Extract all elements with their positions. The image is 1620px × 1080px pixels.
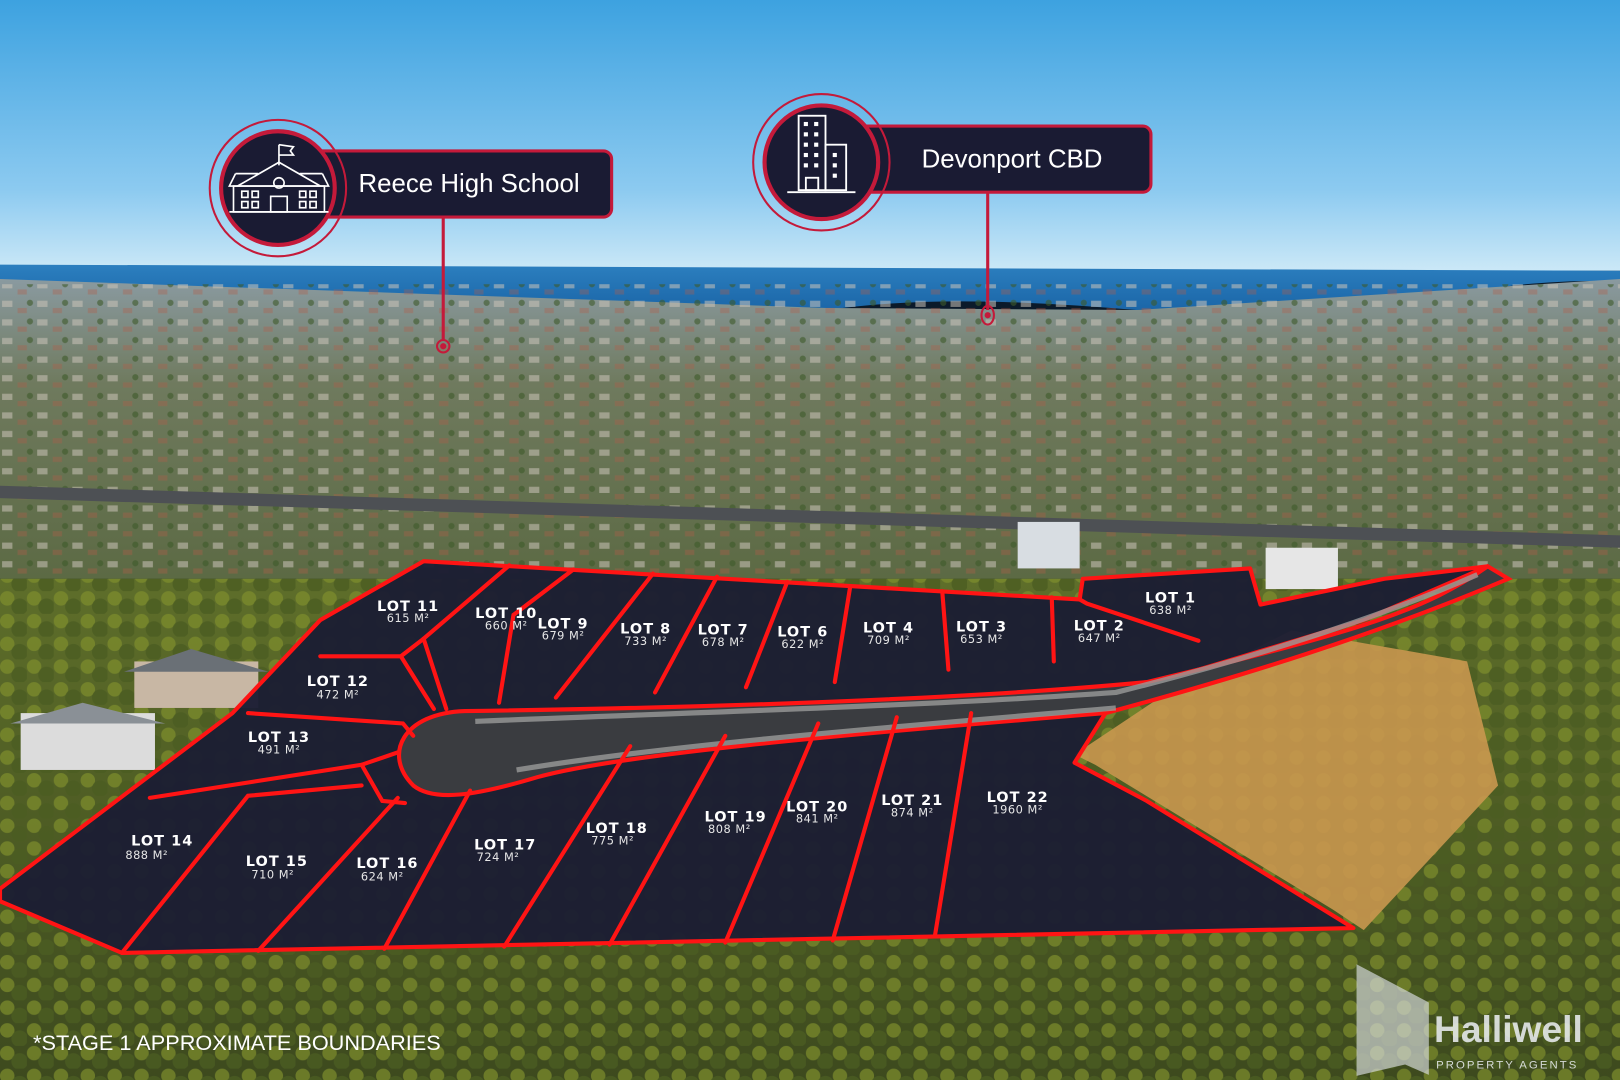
svg-text:LOT 22: LOT 22 [987,790,1049,806]
lot-14[interactable]: LOT 14 888 M² [125,833,193,861]
svg-text:679 M²: 679 M² [542,629,585,643]
main-road [0,485,1620,548]
lot-7[interactable]: LOT 7 678 M² [698,623,749,649]
lot-labels: LOT 1 638 M² LOT 2 647 M² LOT 3 653 M² L… [125,591,1196,884]
lot-8[interactable]: LOT 8 733 M² [620,622,671,648]
lot-12[interactable]: LOT 12 472 M² [307,674,369,701]
lot-19[interactable]: LOT 19 808 M² [705,810,767,836]
office-building-icon [787,114,856,194]
svg-text:LOT 11: LOT 11 [377,599,439,615]
svg-text:724 M²: 724 M² [477,850,520,864]
lot-9[interactable]: LOT 9 679 M² [538,616,589,642]
svg-text:LOT 13: LOT 13 [248,730,310,746]
callout-label: Reece High School [359,170,580,198]
svg-text:LOT 21: LOT 21 [881,793,943,809]
lot-18[interactable]: LOT 18 775 M² [586,821,648,847]
svg-text:472 M²: 472 M² [316,688,359,702]
svg-text:LOT 16: LOT 16 [356,856,418,872]
svg-text:LOT 3: LOT 3 [956,619,1007,635]
svg-text:LOT 6: LOT 6 [777,625,828,641]
callout-label: Devonport CBD [922,145,1103,173]
lot-4[interactable]: LOT 4 709 M² [863,620,914,646]
svg-text:660 M²: 660 M² [485,618,528,632]
lot-17[interactable]: LOT 17 724 M² [474,838,536,864]
disclaimer-text: *STAGE 1 APPROXIMATE BOUNDARIES [33,1030,441,1055]
brand-tagline: PROPERTY AGENTS [1436,1060,1578,1072]
svg-text:LOT 17: LOT 17 [474,838,536,854]
svg-text:LOT 20: LOT 20 [786,799,848,815]
lot-20[interactable]: LOT 20 841 M² [786,799,848,825]
svg-text:LOT 2: LOT 2 [1074,618,1125,634]
svg-text:622 M²: 622 M² [781,637,824,651]
brand-name: Halliwell [1434,1008,1583,1050]
svg-text:LOT 12: LOT 12 [307,674,369,690]
svg-text:808 M²: 808 M² [708,822,751,836]
svg-text:491 M²: 491 M² [258,742,301,756]
svg-text:LOT 19: LOT 19 [705,810,767,826]
svg-text:LOT 7: LOT 7 [698,623,749,639]
lot-2[interactable]: LOT 2 647 M² [1074,618,1125,644]
neighbouring-houses [10,521,1338,770]
lot-6[interactable]: LOT 6 622 M² [777,625,828,651]
svg-text:LOT 18: LOT 18 [586,821,648,837]
svg-text:874 M²: 874 M² [891,805,934,819]
lot-3[interactable]: LOT 3 653 M² [956,619,1007,645]
svg-text:LOT 15: LOT 15 [246,854,308,870]
lot-13[interactable]: LOT 13 491 M² [248,730,310,756]
svg-text:LOT 14: LOT 14 [131,833,193,849]
lot-16[interactable]: LOT 16 624 M² [356,856,418,883]
svg-text:638 M²: 638 M² [1149,603,1192,617]
lot-22[interactable]: LOT 22 1960 M² [987,790,1049,816]
callout-reece-high-school[interactable]: Reece High School [208,118,614,354]
svg-text:1960 M²: 1960 M² [992,802,1042,816]
svg-text:LOT 9: LOT 9 [538,616,589,632]
svg-text:709 M²: 709 M² [867,633,910,647]
lot-15[interactable]: LOT 15 710 M² [246,854,308,881]
svg-text:888 M²: 888 M² [125,848,168,862]
svg-text:624 M²: 624 M² [361,870,404,884]
lot-11[interactable]: LOT 11 615 M² [377,599,439,625]
lot-1[interactable]: LOT 1 638 M² [1145,591,1196,617]
svg-text:LOT 4: LOT 4 [863,620,914,636]
lots-overlay: LOT 1 638 M² LOT 2 647 M² LOT 3 653 M² L… [0,559,1513,955]
callout-devonport-cbd[interactable]: Devonport CBD [752,93,1153,326]
lot-10[interactable]: LOT 10 660 M² [475,606,537,632]
svg-text:733 M²: 733 M² [624,634,667,648]
svg-text:647 M²: 647 M² [1078,631,1121,645]
svg-text:678 M²: 678 M² [702,635,745,649]
svg-text:LOT 8: LOT 8 [620,622,671,638]
svg-text:LOT 1: LOT 1 [1145,591,1196,607]
svg-text:LOT 10: LOT 10 [475,606,537,622]
svg-text:653 M²: 653 M² [960,632,1003,646]
halliwell-logo: Halliwell PROPERTY AGENTS [1356,964,1583,1076]
school-icon [228,143,330,213]
svg-text:615 M²: 615 M² [387,611,430,625]
svg-text:775 M²: 775 M² [591,833,634,847]
excavated-earth [1074,630,1499,931]
lot-21[interactable]: LOT 21 874 M² [881,793,943,819]
logo-mark-icon [1356,964,1429,1076]
svg-text:710 M²: 710 M² [251,867,294,881]
svg-text:841 M²: 841 M² [796,812,839,826]
